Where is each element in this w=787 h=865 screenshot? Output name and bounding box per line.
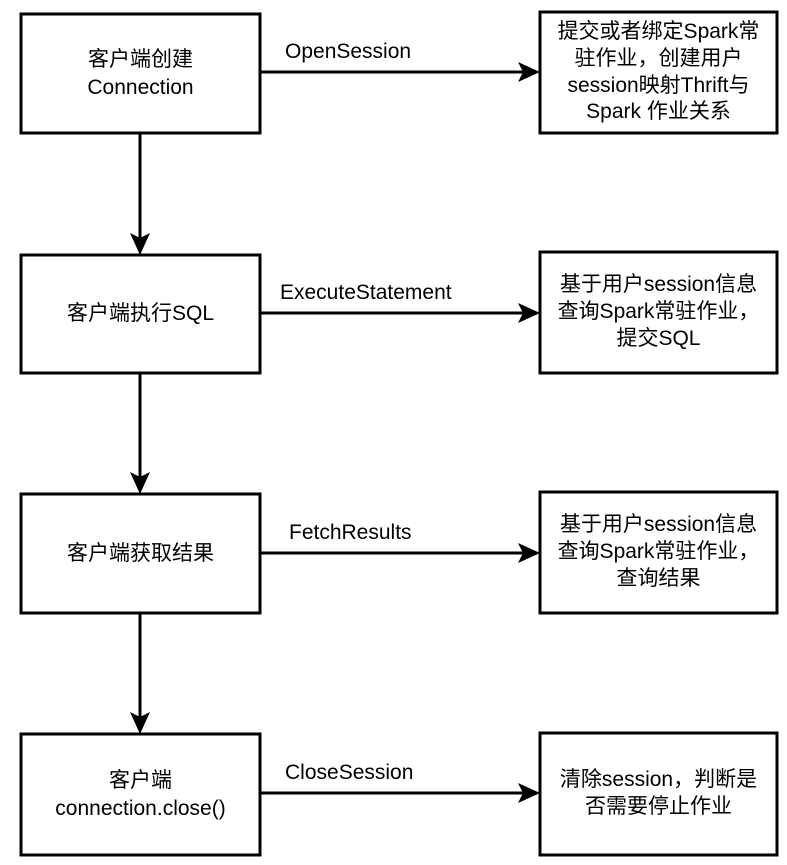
note-box-fetch-results-detail[interactable] [538, 490, 779, 615]
note-box-open-session-detail[interactable] [538, 10, 779, 135]
arrow-close-session [260, 783, 540, 803]
arrow-fetch-results [260, 543, 540, 563]
arrow-execute-to-fetch [130, 373, 150, 494]
note-box-execute-statement-detail[interactable] [538, 250, 779, 375]
arrow-connection-to-execute [130, 133, 150, 255]
arrow-open-session [260, 62, 540, 82]
process-box-client-create-connection[interactable] [19, 12, 262, 135]
arrow-fetch-to-close [130, 613, 150, 734]
process-box-client-execute-sql[interactable] [19, 253, 262, 375]
note-box-close-session-detail[interactable] [538, 731, 779, 857]
process-box-client-close-connection[interactable] [19, 732, 262, 857]
arrow-execute-statement [260, 303, 540, 323]
process-box-client-fetch-result[interactable] [19, 492, 262, 615]
